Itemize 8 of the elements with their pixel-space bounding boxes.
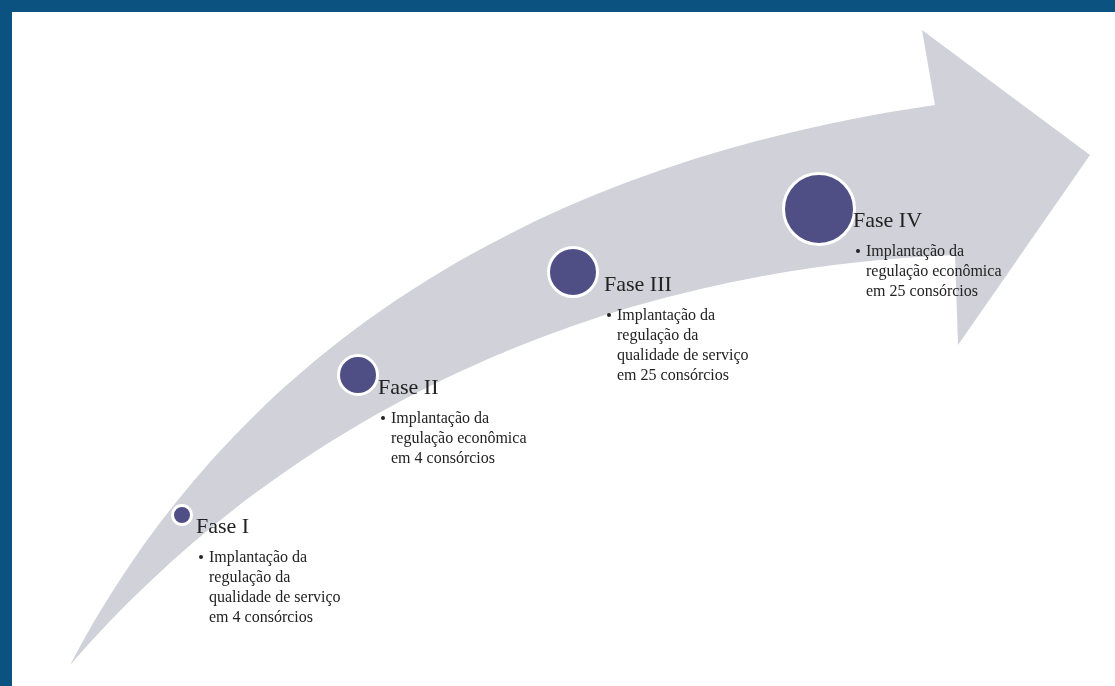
phase-heading: Fase I bbox=[196, 512, 251, 540]
phase-heading: Fase IV bbox=[853, 206, 924, 234]
phase-heading: Fase II bbox=[378, 373, 440, 401]
phase-description: Implantação da regulação da qualidade de serviço em 4 consórcios bbox=[209, 547, 342, 627]
phase-description: Implantação da regulação econômica em 25 consórcios bbox=[866, 241, 1003, 301]
phase-description: Implantação da regulação econômica em 4 consórcios bbox=[391, 408, 528, 468]
phase-description: Implantação da regulação da qualidade de serviço em 25 consórcios bbox=[617, 305, 750, 385]
phase-heading: Fase III bbox=[604, 270, 673, 298]
